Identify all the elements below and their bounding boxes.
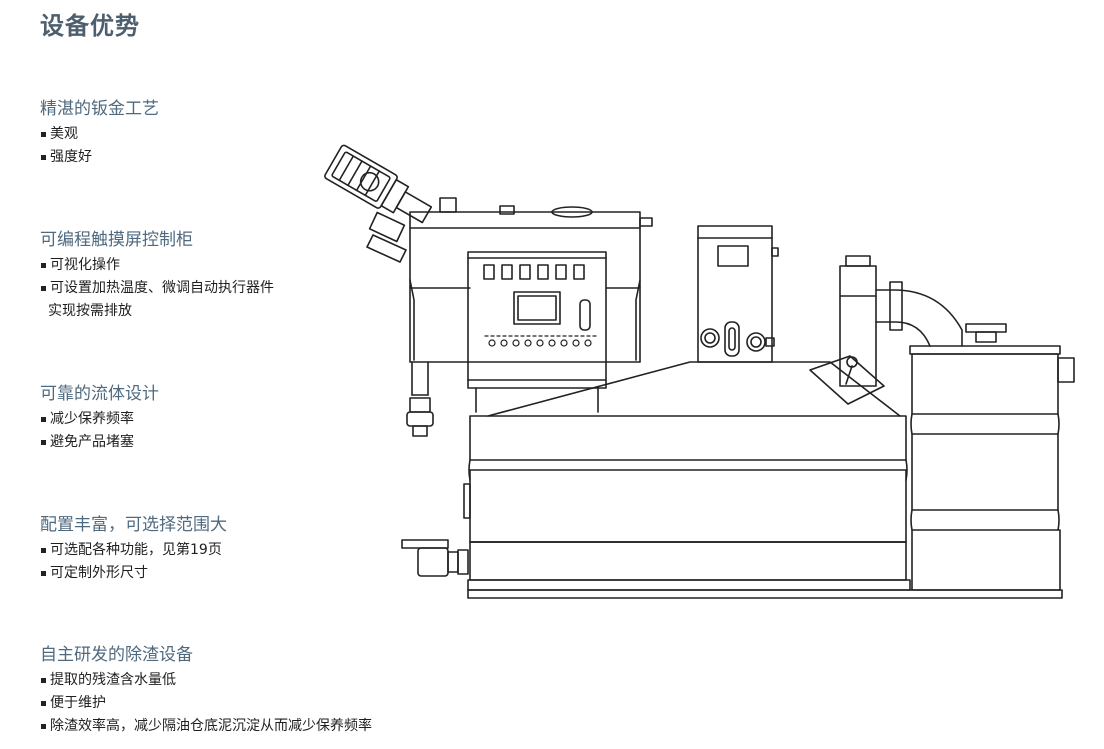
control-cabinet [467, 251, 607, 413]
feature-bullet: 便于维护 [40, 692, 372, 715]
feature-bullet: 可定制外形尺寸 [40, 562, 227, 585]
feature-bullet: 可视化操作 [40, 254, 274, 277]
feature-bullet: 避免产品堵塞 [40, 431, 159, 454]
feature-bullet: 可设置加热温度、微调自动执行器件 [40, 277, 274, 300]
tower-window [717, 245, 749, 267]
feature-bullet: 实现按需排放 [48, 303, 132, 319]
control-buttons [484, 335, 599, 347]
equipment-line-drawing [324, 144, 1075, 599]
separator-housing [409, 197, 653, 396]
feature-slag-removal: 自主研发的除渣设备 提取的残渣含水量低 便于维护 除渣效率高，减少隔油仓底泥沉淀… [40, 640, 372, 738]
inlet-valve-icon [401, 539, 469, 577]
page-title: 设备优势 [40, 12, 140, 40]
feature-heading: 配置丰富，可选择范围大 [40, 515, 227, 535]
feature-heading: 精湛的钣金工艺 [40, 99, 159, 119]
motor-icon [324, 144, 433, 263]
feature-bullet: 提取的残渣含水量低 [40, 669, 372, 692]
feature-heading: 可编程触摸屏控制柜 [40, 230, 193, 250]
slag-tower [697, 225, 779, 363]
feature-bullet: 减少保养频率 [40, 408, 159, 431]
feature-heading: 可靠的流体设计 [40, 384, 159, 404]
main-tank [463, 361, 1063, 599]
feature-heading: 自主研发的除渣设备 [40, 645, 193, 665]
feature-bullet: 强度好 [40, 146, 159, 169]
feature-control-cabinet: 可编程触摸屏控制柜 可视化操作 可设置加热温度、微调自动执行器件 实现按需排放 [40, 225, 274, 323]
lift-tank [839, 255, 1075, 591]
feature-bullet: 除渣效率高，减少隔油仓底泥沉淀从而减少保养频率 [40, 715, 372, 738]
feature-configuration: 配置丰富，可选择范围大 可选配各种功能，见第19页 可定制外形尺寸 [40, 510, 227, 585]
feature-sheet-metal: 精湛的钣金工艺 美观 强度好 [40, 94, 159, 169]
inspection-hatch-icon [809, 355, 885, 405]
feature-bullet: 美观 [40, 123, 159, 146]
touch-screen [513, 291, 561, 325]
feature-fluid-design: 可靠的流体设计 减少保养频率 避免产品堵塞 [40, 379, 159, 454]
drain-valve-icon [406, 397, 434, 437]
indicator-lights [483, 264, 585, 280]
feature-bullet: 可选配各种功能，见第19页 [40, 539, 227, 562]
